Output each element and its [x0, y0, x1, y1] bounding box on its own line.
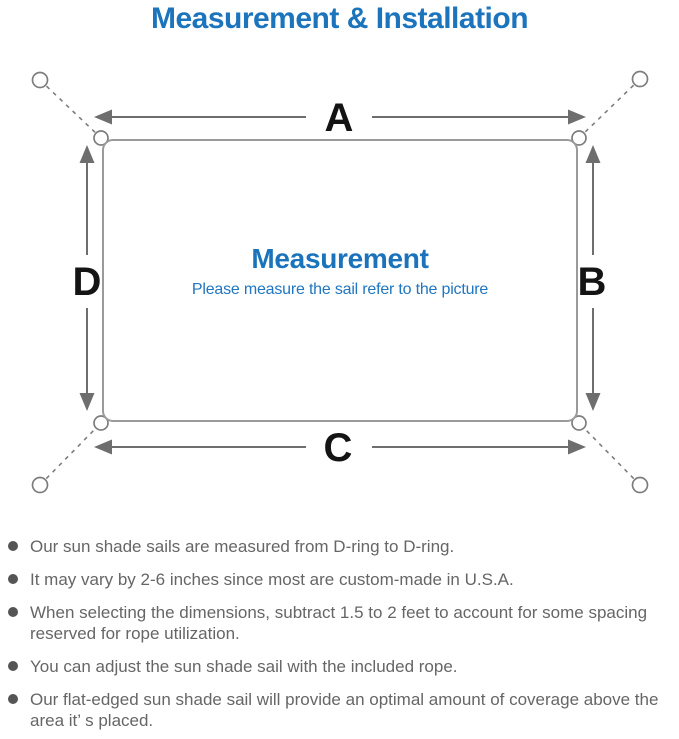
- arrowhead-down-icon: [585, 393, 601, 411]
- arrowhead-left-icon: [94, 109, 112, 125]
- bullet-icon: [8, 574, 18, 584]
- anchor-ring-icon: [631, 476, 649, 494]
- center-subheading: Please measure the sail refer to the pic…: [191, 281, 489, 298]
- note-text: When selecting the dimensions, subtract …: [30, 603, 648, 643]
- rope-dashed-line-bottom-left: [39, 423, 101, 486]
- d-ring-icon: [571, 415, 587, 431]
- rope-dashed-line-top-left: [39, 79, 101, 138]
- sail-outline: [102, 139, 578, 422]
- note-item: You can adjust the sun shade sail with t…: [8, 656, 675, 677]
- note-text: You can adjust the sun shade sail with t…: [30, 657, 458, 676]
- dimension-arrow-c: [94, 439, 586, 455]
- rope-dashed-line-bottom-right: [579, 423, 641, 486]
- page-title: Measurement & Installation: [150, 2, 529, 35]
- anchor-ring-icon: [631, 70, 649, 88]
- d-ring-icon: [571, 130, 587, 146]
- notes-list: Our sun shade sails are measured from D-…: [8, 536, 675, 739]
- bullet-icon: [8, 661, 18, 671]
- dimension-label-b: B: [578, 260, 607, 304]
- note-item: It may vary by 2-6 inches since most are…: [8, 569, 675, 590]
- dimension-arrow-b: [585, 145, 601, 411]
- note-text: It may vary by 2-6 inches since most are…: [30, 570, 514, 589]
- dimension-label-a: A: [325, 96, 354, 140]
- bullet-icon: [8, 541, 18, 551]
- dimension-label-d: D: [73, 260, 102, 304]
- center-heading: Measurement: [251, 243, 429, 274]
- bullet-icon: [8, 694, 18, 704]
- d-ring-icon: [93, 415, 109, 431]
- note-text: Our flat-edged sun shade sail will provi…: [30, 690, 659, 730]
- arrowhead-down-icon: [79, 393, 95, 411]
- arrowhead-right-icon: [568, 109, 586, 125]
- arrowhead-right-icon: [568, 439, 586, 455]
- arrowhead-left-icon: [94, 439, 112, 455]
- note-item: When selecting the dimensions, subtract …: [8, 602, 675, 644]
- bullet-icon: [8, 607, 18, 617]
- arrowhead-up-icon: [79, 145, 95, 163]
- dimension-arrow-d: [79, 145, 95, 411]
- note-item: Our sun shade sails are measured from D-…: [8, 536, 675, 557]
- note-item: Our flat-edged sun shade sail will provi…: [8, 689, 675, 731]
- anchor-ring-icon: [31, 476, 49, 494]
- rope-dashed-line-top-right: [579, 78, 641, 138]
- diagram-center-text: Measurement Please measure the sail refe…: [103, 243, 577, 299]
- dimension-arrow-a: [94, 109, 586, 125]
- d-ring-icon: [93, 130, 109, 146]
- note-text: Our sun shade sails are measured from D-…: [30, 537, 455, 556]
- anchor-ring-icon: [31, 71, 49, 89]
- arrowhead-up-icon: [585, 145, 601, 163]
- dimension-label-c: C: [324, 426, 353, 470]
- measurement-diagram: A B C D: [31, 70, 649, 494]
